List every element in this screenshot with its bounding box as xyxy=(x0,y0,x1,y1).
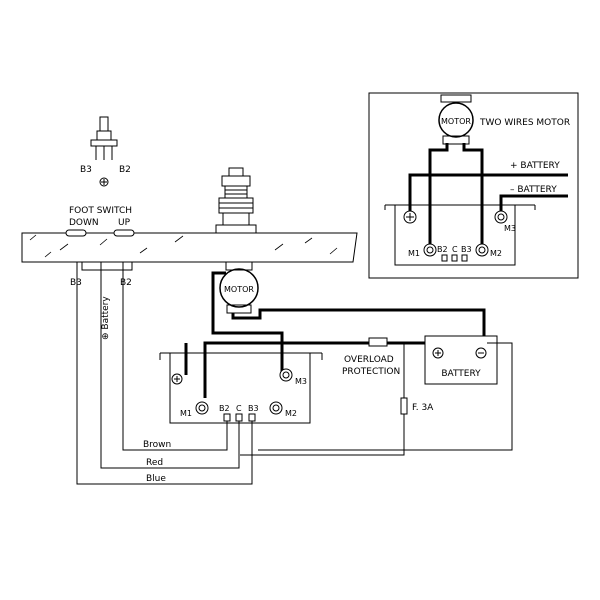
b2-label: B2 xyxy=(219,404,230,413)
inset-motor-wire-m1 xyxy=(428,143,449,246)
inset-motor-wire-m2 xyxy=(462,143,484,246)
inset-terminal-m2 xyxy=(475,243,489,257)
brown-wire xyxy=(122,262,228,451)
inset-minus-battery-label: – BATTERY xyxy=(510,185,557,195)
inset-block-c xyxy=(451,254,458,262)
battery-plus-terminal xyxy=(432,347,444,359)
blue-wire xyxy=(76,262,253,485)
terminal-block-b2 xyxy=(223,413,231,422)
inset-motor-label: MOTOR xyxy=(441,117,471,126)
terminal-block-c xyxy=(235,413,243,422)
deck-b2-label: B2 xyxy=(120,278,132,288)
battery-label: BATTERY xyxy=(441,369,481,379)
inset-plus-battery-label: + BATTERY xyxy=(510,161,560,171)
inset-plus-battery-wire xyxy=(408,173,568,212)
red-label: Red xyxy=(146,458,163,468)
battery-minus-terminal xyxy=(475,347,487,359)
inset-terminal-m1 xyxy=(423,243,437,257)
foot-switch-down-label: DOWN xyxy=(69,218,99,228)
motor-wire-battery-minus xyxy=(231,308,486,345)
inset-b3-label: B3 xyxy=(461,245,472,254)
deck-plate xyxy=(21,229,358,263)
toggle-b3-label: B3 xyxy=(80,165,92,175)
toggle-switch-icon xyxy=(90,116,118,160)
m1-label: M1 xyxy=(180,409,192,418)
foot-switch-up-label: UP xyxy=(118,218,131,228)
m3-label: M3 xyxy=(295,377,307,386)
inset-terminal-plus xyxy=(403,210,417,224)
c-label: C xyxy=(236,404,242,413)
inset-c-label: C xyxy=(452,245,458,254)
two-wires-motor-inset: MOTOR TWO WIRES MOTOR + BATTERY – BATTER… xyxy=(368,92,579,279)
brown-label: Brown xyxy=(143,440,171,450)
m2-label: M2 xyxy=(285,409,297,418)
b3-label: B3 xyxy=(248,404,259,413)
overload-label-line1: OVERLOAD xyxy=(344,355,394,365)
windlass-icon xyxy=(215,167,257,234)
fuse-icon xyxy=(400,397,408,415)
blue-label: Blue xyxy=(146,474,166,484)
deck-b3-label: B3 xyxy=(70,278,82,288)
inset-m3-label: M3 xyxy=(504,224,516,233)
terminal-m2 xyxy=(269,401,283,415)
terminal-m3 xyxy=(279,368,293,382)
foot-switch-up-button xyxy=(113,229,135,237)
foot-switch-down-button xyxy=(65,229,87,237)
main-positive-wire xyxy=(203,341,437,398)
terminal-plus xyxy=(171,373,183,385)
inset-block-b3 xyxy=(461,254,468,262)
foot-switch-bridge-wire xyxy=(81,262,133,271)
inset-m2-label: M2 xyxy=(490,249,502,258)
inset-title: TWO WIRES MOTOR xyxy=(479,118,570,128)
battery-icon: BATTERY xyxy=(424,335,498,385)
inset-terminal-m3 xyxy=(494,210,508,224)
overload-label-line2: PROTECTION xyxy=(342,367,400,377)
battery-vertical-label: ⊕ Battery xyxy=(101,296,111,340)
inset-b2-label: B2 xyxy=(437,245,448,254)
red-wire xyxy=(100,262,240,469)
inset-block-b2 xyxy=(441,254,448,262)
motor-wire-m2 xyxy=(211,271,284,374)
inset-frame xyxy=(368,92,579,279)
fuse-wire xyxy=(240,343,405,456)
fuse-label: F. 3A xyxy=(412,403,434,413)
foot-switch-label: FOOT SWITCH xyxy=(69,206,132,216)
inset-m1-label: M1 xyxy=(408,249,420,258)
motor-icon: MOTOR xyxy=(219,261,259,314)
motor-label: MOTOR xyxy=(224,285,254,294)
battery-return-wire xyxy=(258,342,513,451)
toggle-b2-label: B2 xyxy=(119,165,131,175)
control-box xyxy=(159,352,323,424)
inset-minus-battery-wire xyxy=(499,194,568,212)
terminal-m1 xyxy=(195,401,209,415)
battery-plus-icon xyxy=(99,177,109,187)
inset-motor-icon: MOTOR xyxy=(438,94,474,145)
overload-protection-icon xyxy=(368,337,388,347)
terminal-block-b3 xyxy=(248,413,256,422)
